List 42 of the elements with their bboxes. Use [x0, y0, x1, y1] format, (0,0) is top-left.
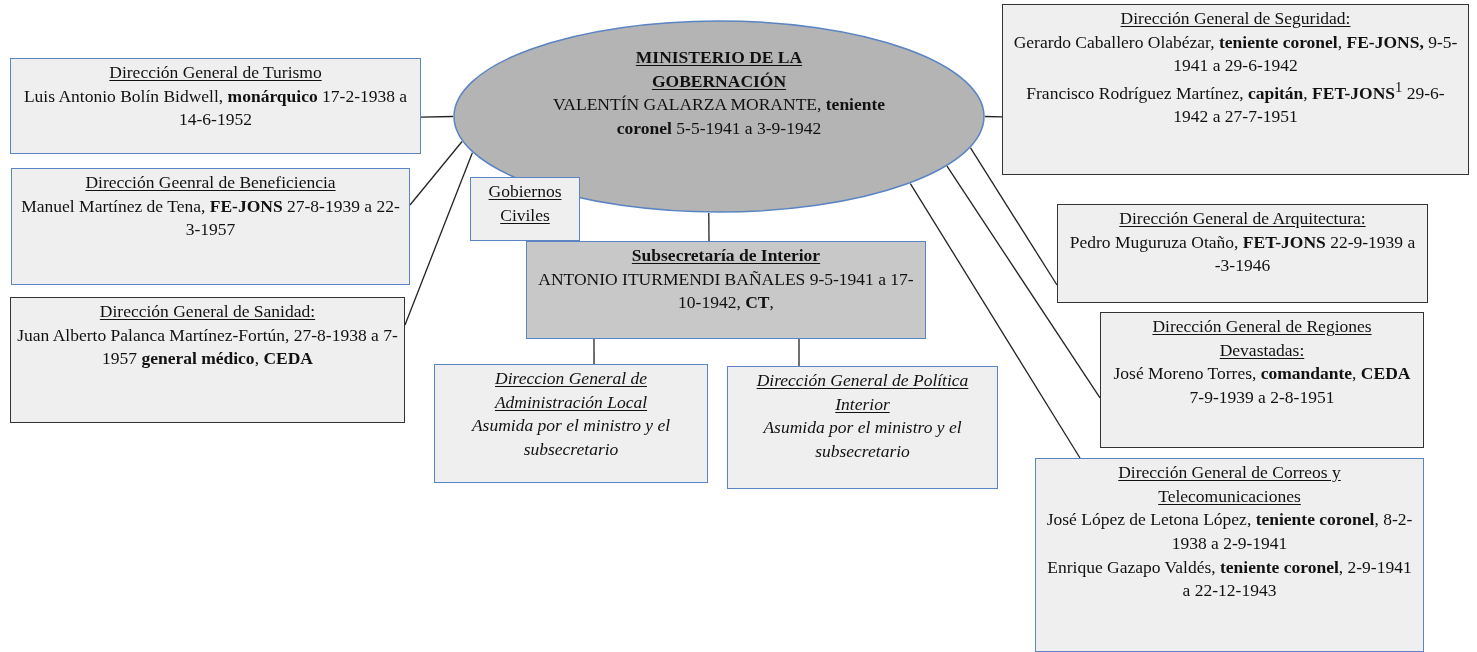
org-box [1100, 312, 1424, 448]
org-box [11, 168, 410, 285]
org-box [470, 177, 580, 241]
box-heading: Dirección General de Regiones Devastadas: [1151, 315, 1373, 362]
org-box [434, 364, 708, 483]
connector-line [969, 147, 1058, 286]
org-box [727, 366, 998, 489]
connector-line [708, 212, 710, 242]
connector-line [946, 165, 1101, 399]
org-box [1002, 4, 1469, 175]
box-text: Manuel Martínez de Tena, FE-JONS 27-8-1939 a 22-3-1957 [20, 194, 401, 242]
box-text: Enrique Gazapo Valdés, teniente coronel, 2-9-1941 a 22-12-1943 [1046, 555, 1413, 603]
box-text: Asumida por el ministro y el subsecretario [470, 414, 672, 461]
org-box [1035, 458, 1424, 652]
org-box [526, 241, 926, 339]
connector-line [593, 338, 595, 365]
box-heading: Dirección General de Política Interior [755, 369, 970, 416]
box-heading: Dirección General de Seguridad: [1120, 7, 1351, 30]
box-text: Francisco Rodríguez Martínez, capitán, FET-JONS$^{1}$ 29-6-1942 a 27-7-1951 [1025, 77, 1446, 129]
box-text: Pedro Muguruza Otaño, FET-JONS 22-9-1939 a -3-1946 [1068, 230, 1417, 278]
box-text: Luis Antonio Bolín Bidwell, monárquico 17-2-1938 a 14-6-1952 [22, 84, 409, 132]
box-heading: Subsecretaría de Interior [631, 244, 821, 267]
connector-line [404, 152, 473, 326]
box-text: Asumida por el ministro y el subsecretario [761, 416, 963, 463]
connector-line [909, 182, 1081, 459]
box-heading: Dirección General de Arquitectura: [1119, 207, 1366, 230]
connector-line [409, 140, 463, 206]
box-heading: MINISTERIO DE LA GOBERNACIÓN [634, 46, 804, 93]
org-box [10, 58, 421, 154]
org-box [1057, 204, 1428, 303]
box-heading: Dirección General de Turismo [109, 61, 322, 84]
box-text: Juan Alberto Palanca Martínez-Fortún, 27-8-1938 a 7-1957 general médico, CEDA [17, 323, 398, 371]
box-heading: Dirección General de Sanidad: [99, 300, 316, 323]
connector-line [420, 115, 454, 118]
box-heading: Dirección Geenral de Beneficiencia [85, 171, 336, 194]
box-heading: Gobiernos Civiles [487, 180, 563, 227]
connector-line [798, 338, 800, 367]
box-heading: Direccion General de Administración Local [493, 367, 649, 414]
box-text: José Moreno Torres, comandante, CEDA 7-9-1939 a 2-8-1951 [1112, 362, 1412, 409]
org-box [10, 297, 405, 423]
box-text: ANTONIO ITURMENDI BAÑALES 9-5-1941 a 17-10-1942, CT, [537, 267, 915, 315]
box-text: VALENTÍN GALARZA MORANTE, teniente coronel 5-5-1941 a 3-9-1942 [551, 93, 887, 140]
